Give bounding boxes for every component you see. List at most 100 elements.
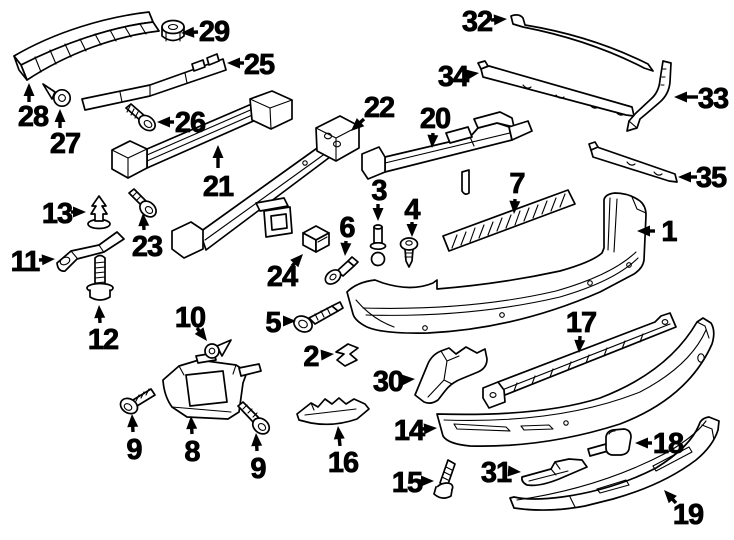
part-illustrations — [13, 11, 720, 511]
callout-arrowhead-icon — [181, 26, 195, 38]
part-28-illustration — [13, 11, 160, 81]
part-number-label: 24 — [267, 261, 298, 293]
part-4-illustration — [399, 237, 419, 268]
part-7-illustration — [442, 189, 576, 252]
part-number-label: 10 — [175, 302, 205, 334]
callout-27: 27 — [49, 109, 82, 160]
callout-1: 1 — [637, 216, 679, 248]
callout-19: 19 — [664, 490, 705, 531]
callout-arrowhead-icon — [54, 109, 66, 122]
part-number-label: 23 — [132, 231, 163, 263]
callout-arrowhead-icon — [138, 213, 150, 227]
part-6-illustration — [324, 256, 359, 285]
callout-arrowhead-icon — [465, 69, 479, 81]
part-26-illustration — [125, 103, 156, 132]
part-22-illustration — [171, 115, 360, 259]
callout-layer: 1234567899101112131415161718192021222324… — [10, 6, 730, 532]
callout-5: 5 — [265, 307, 296, 339]
callout-arrowhead-icon — [637, 225, 650, 237]
part-number-label: 7 — [509, 168, 524, 200]
part-number-label: 19 — [673, 499, 704, 531]
part-3-illustration — [369, 224, 387, 267]
part-number-label: 13 — [42, 198, 73, 230]
part-23-illustration — [128, 188, 157, 218]
callout-arrowhead-icon — [194, 327, 207, 341]
callout-arrowhead-icon — [186, 416, 198, 430]
part-32-illustration — [510, 14, 654, 72]
part-number-label: 20 — [420, 103, 450, 135]
callout-arrowhead-icon — [251, 433, 263, 447]
callout-arrowhead-icon — [401, 374, 415, 386]
callout-14: 14 — [393, 415, 437, 447]
callout-arrowhead-icon — [423, 423, 437, 435]
callout-29: 29 — [181, 16, 231, 48]
part-number-label: 1 — [661, 216, 677, 248]
callout-6: 6 — [339, 212, 357, 256]
part-number-label: 31 — [481, 457, 512, 489]
part-number-label: 2 — [303, 341, 318, 373]
callout-arrowhead-icon — [406, 224, 418, 237]
part-13-illustration — [87, 195, 111, 230]
callout-arrowhead-icon — [421, 475, 434, 487]
callout-arrowhead-icon — [41, 254, 55, 266]
part-number-label: 9 — [250, 453, 266, 485]
part-number-label: 30 — [373, 366, 403, 398]
part-number-label: 14 — [394, 415, 425, 447]
part-number-label: 33 — [698, 83, 729, 115]
part-5-illustration — [293, 301, 344, 333]
callout-22: 22 — [351, 92, 396, 131]
part-number-label: 8 — [184, 436, 200, 468]
part-34-illustration — [477, 60, 635, 117]
callout-20: 20 — [419, 103, 452, 148]
callout-arrowhead-icon — [290, 254, 303, 268]
part-number-label: 34 — [438, 61, 469, 93]
callout-15: 15 — [391, 467, 434, 499]
part-35-illustration — [588, 141, 678, 183]
part-number-label: 5 — [265, 307, 281, 339]
part-24-illustration — [302, 225, 330, 253]
callout-3: 3 — [371, 175, 389, 221]
callout-arrowhead-icon — [509, 200, 521, 214]
callout-9: 9 — [126, 414, 144, 466]
callout-arrowhead-icon — [678, 171, 691, 183]
callout-arrowhead-icon — [574, 339, 586, 353]
part-number-label: 15 — [392, 467, 423, 499]
part-15-illustration — [433, 459, 456, 499]
part-9-right-illustration — [237, 401, 271, 435]
callout-31: 31 — [480, 457, 521, 489]
part-29-illustration — [161, 19, 185, 42]
callout-arrowhead-icon — [635, 437, 648, 449]
callout-17: 17 — [565, 307, 598, 353]
callout-33: 33 — [674, 83, 730, 115]
part-11-illustration — [56, 231, 125, 272]
part-16-illustration — [296, 397, 370, 426]
callout-arrowhead-icon — [227, 57, 240, 69]
callout-arrowhead-icon — [351, 118, 365, 131]
callout-arrowhead-icon — [664, 490, 677, 504]
part-2-illustration — [335, 343, 359, 367]
part-number-label: 32 — [462, 6, 492, 38]
part-number-label: 16 — [328, 447, 359, 479]
part-number-label: 29 — [199, 16, 230, 48]
callout-26: 26 — [157, 107, 207, 139]
callout-arrowhead-icon — [157, 116, 170, 128]
callout-arrowhead-icon — [674, 91, 687, 103]
part-20-illustration — [361, 111, 533, 195]
part-number-label: 11 — [11, 246, 41, 278]
part-19-illustration — [509, 416, 720, 511]
callout-arrowhead-icon — [340, 242, 352, 256]
part-33-illustration — [626, 60, 672, 132]
part-12-illustration — [86, 254, 114, 301]
callout-24: 24 — [266, 254, 303, 293]
part-18-illustration — [587, 428, 632, 457]
callout-11: 11 — [10, 246, 55, 278]
callout-arrowhead-icon — [427, 134, 439, 148]
part-14-illustration — [436, 317, 715, 448]
callout-13: 13 — [41, 198, 86, 230]
callout-arrowhead-icon — [94, 305, 106, 319]
part-number-label: 25 — [244, 49, 275, 81]
callout-25: 25 — [227, 49, 276, 81]
part-27-illustration — [42, 83, 72, 108]
callout-arrowhead-icon — [320, 349, 334, 361]
